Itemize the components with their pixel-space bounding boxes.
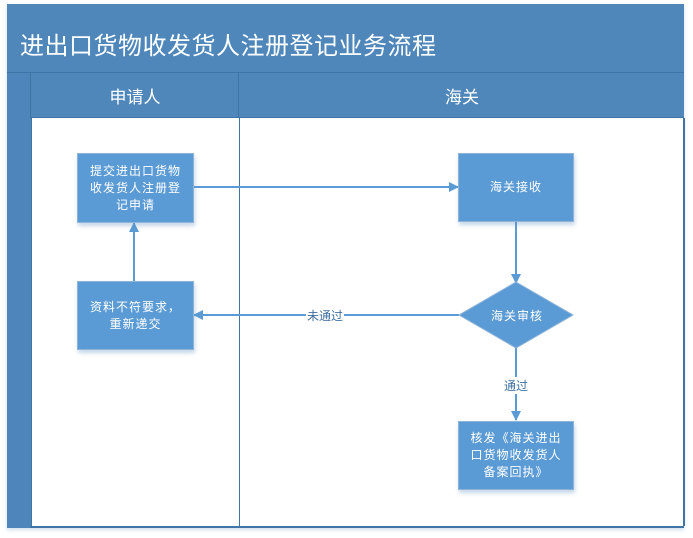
node-resubmit-label: 资料不符要求，重新递交 (89, 299, 181, 331)
node-issue[interactable]: 核发《海关进出口货物收发货人备案回执》 (458, 421, 574, 490)
lane-header-customs: 海关 (238, 73, 685, 117)
node-submit[interactable]: 提交进出口货物收发货人注册登记申请 (77, 153, 194, 223)
frame-bottom-border (30, 526, 684, 528)
side-strip (7, 73, 30, 528)
edge-label-approved: 通过 (503, 377, 530, 394)
title-bar: 进出口货物收发货人注册登记业务流程 (7, 4, 684, 73)
diagram-title: 进出口货物收发货人注册登记业务流程 (20, 32, 437, 60)
node-issue-label: 核发《海关进出口货物收发货人备案回执》 (470, 431, 562, 479)
node-receive[interactable]: 海关接收 (458, 153, 574, 222)
node-submit-label: 提交进出口货物收发货人注册登记申请 (89, 163, 181, 212)
node-review-diamond[interactable] (458, 281, 574, 349)
node-receive-label: 海关接收 (489, 180, 542, 194)
node-resubmit[interactable]: 资料不符要求，重新递交 (77, 281, 194, 350)
lane-header-row: 申请人 海关 (30, 73, 684, 118)
edge-label-rejected: 未通过 (306, 307, 345, 324)
node-review-label: 海关审核 (491, 309, 544, 323)
lane-header-applicant: 申请人 (30, 73, 239, 117)
